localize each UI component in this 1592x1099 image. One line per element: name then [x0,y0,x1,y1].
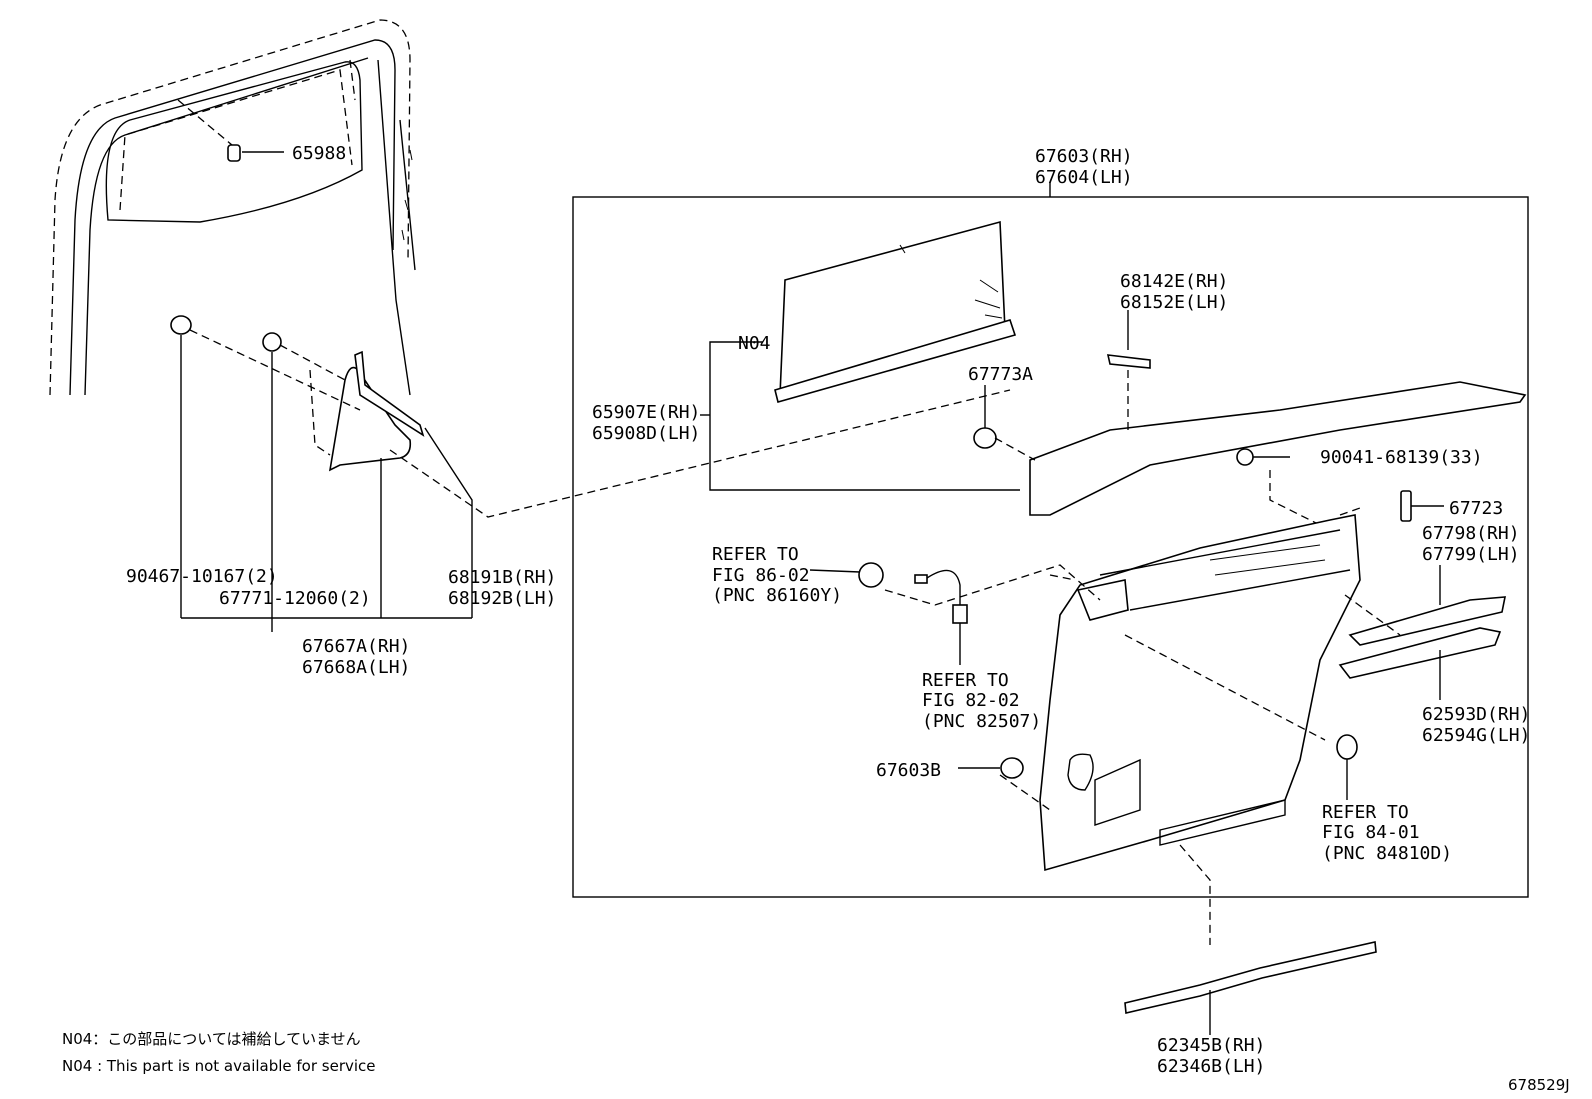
scuff-plate-drawing [1124,941,1377,1035]
label-68191b-rh: 68191B(RH) [448,567,556,588]
upper-garnish-drawing [973,310,1527,526]
label-refer-86-line2: FIG 86-02 [712,565,810,586]
note-n04-english: N04 : This part is not available for ser… [62,1057,376,1075]
sunshade-drawing [700,220,1020,491]
label-68152e-lh: 68152E(LH) [1120,292,1228,313]
label-n04: N04 [738,333,771,354]
part-67723 [1400,490,1412,522]
label-65988: 65988 [292,143,346,164]
label-90041: 90041-68139(33) [1320,447,1483,468]
label-67604-lh: 67604(LH) [1035,167,1133,188]
door-trim-panel-drawing [999,507,1361,945]
label-67771: 67771-12060(2) [219,588,371,609]
door-frame-drawing [49,19,416,396]
label-65908d-lh: 65908D(LH) [592,423,700,444]
label-refer-84-line1: REFER TO [1322,802,1409,823]
label-68142e-rh: 68142E(RH) [1120,271,1228,292]
label-90467: 90467-10167(2) [126,566,278,587]
label-67603-rh: 67603(RH) [1035,146,1133,167]
harness-drawing [809,562,1101,665]
label-67603b: 67603B [876,760,941,781]
label-refer-84-line2: FIG 84-01 [1322,822,1420,843]
note-n04-japanese: N04：この部品については補給していません [62,1030,361,1048]
label-62594g-lh: 62594G(LH) [1422,725,1530,746]
label-62593d-rh: 62593D(RH) [1422,704,1530,725]
label-67668a-lh: 67668A(LH) [302,657,410,678]
molding-drawing [1338,565,1506,700]
label-refer-82-line3: (PNC 82507) [922,711,1041,732]
label-65907e-rh: 65907E(RH) [592,402,700,423]
label-68192b-lh: 68192B(LH) [448,588,556,609]
label-67723: 67723 [1449,498,1503,519]
leader-pillar-to-panel [389,389,1011,518]
part-84810d-switch [1336,734,1358,760]
label-refer-86-line3: (PNC 86160Y) [712,585,842,606]
pillar-garnish-drawing [170,315,473,632]
label-67798-rh: 67798(RH) [1422,523,1520,544]
label-62345b-rh: 62345B(RH) [1157,1035,1265,1056]
label-67799-lh: 67799(LH) [1422,544,1520,565]
clip-65988 [177,59,356,162]
label-refer-84-line3: (PNC 84810D) [1322,843,1452,864]
part-labels: 65988 67603(RH) 67604(LH) 68142E(RH) 681… [126,143,1530,1077]
clip-67603b [1000,757,1024,779]
label-62346b-lh: 62346B(LH) [1157,1056,1265,1077]
label-67667a-rh: 67667A(RH) [302,636,410,657]
label-refer-82-line2: FIG 82-02 [922,690,1020,711]
label-67773a: 67773A [968,364,1033,385]
diagram-id: 678529J [1508,1076,1570,1094]
label-refer-82-line1: REFER TO [922,670,1009,691]
label-refer-86-line1: REFER TO [712,544,799,565]
